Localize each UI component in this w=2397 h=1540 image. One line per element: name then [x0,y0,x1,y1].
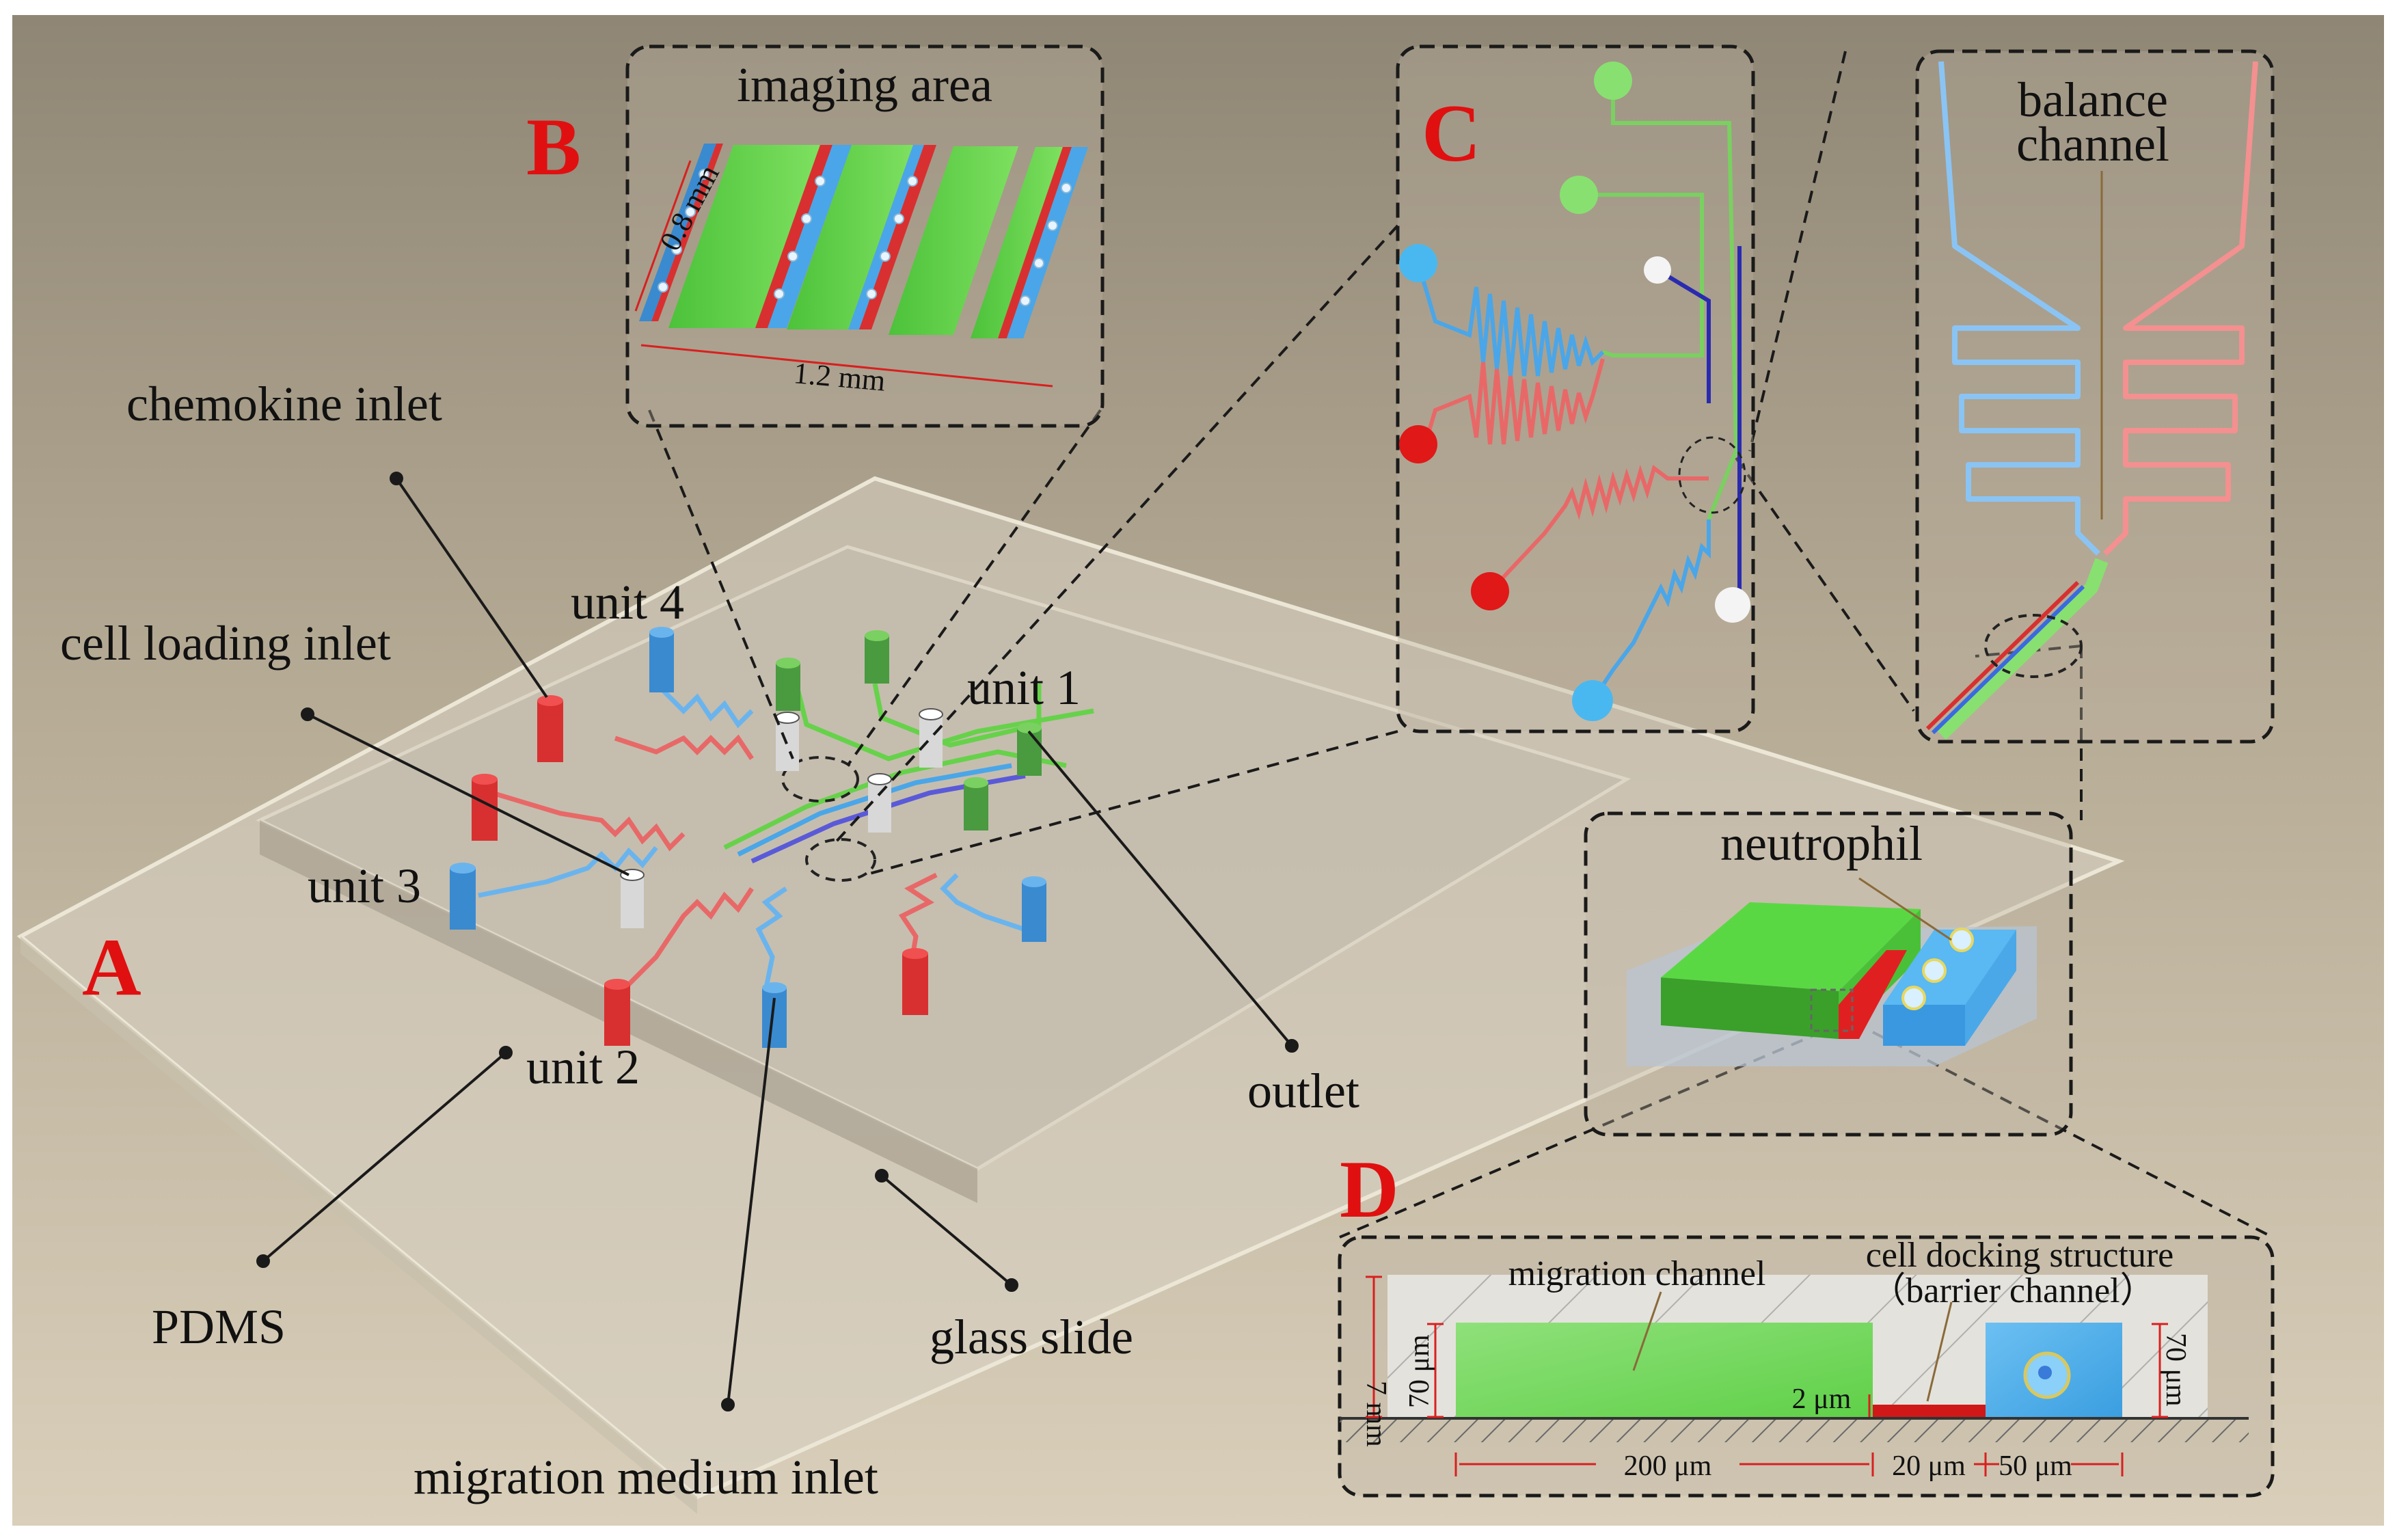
zoom-circle-c [1678,436,1746,514]
zoom-circle-imaging [781,756,859,802]
blue-balance-meander [1938,61,2100,556]
panel-letter-c: C [1422,87,1481,178]
red-side-line [1925,580,2080,731]
panel-letter-a: A [82,921,141,1012]
blue-port-pillar [450,863,476,930]
green-block-top [1661,902,1921,991]
green-inlet-circle [1560,176,1598,214]
dim-2um-label: 2 μm [1792,1383,1852,1415]
green-channel-mid [1579,193,1704,357]
panel-letter-b: B [526,101,581,192]
red-port-pillar [902,948,928,1015]
white-inlet-circle [1644,256,1671,284]
imaging-channels [639,144,1088,338]
white-outlet-circle [1715,587,1750,623]
white-port-pillar [919,708,943,768]
chip-channel-network [478,669,1094,992]
green-port-pillar [776,658,800,711]
white-port-pillar [620,869,645,928]
red-port-pillar [604,979,630,1046]
green-inlet-circle [1594,62,1632,100]
blue-port-pillar [762,982,787,1048]
panel-d-cross-section: migration channel cell docking structure… [1338,1235,2275,1498]
blue-port-pillar [1022,876,1046,942]
device-labels: chemokine inlet cell loading inlet unit … [60,377,1359,1504]
panel-c-unit-detail [1396,44,1755,733]
dim-line-0-8mm [634,160,692,312]
dim-7mm-label: 7 mm [1360,1381,1392,1447]
blue-dark-channel-top [1656,268,1711,403]
red-inlet-circle [1399,425,1437,463]
zoom-circle-balance [1984,614,2083,678]
red-meander-lower [1491,464,1709,590]
blue-inlet-circle [1399,244,1437,282]
zoom-box-neutrophil [1810,988,1854,1032]
neutrophil-leader-line [1858,877,1952,941]
red-port-pillar [472,774,498,841]
blue-meander-upper [1416,262,1605,377]
dim-1-2mm-label: 1.2 mm [792,356,886,398]
dim-20um-label: 20 μm [1892,1450,1966,1482]
glass-slide-hatch [1340,1418,2249,1442]
zoom-circle-unit [805,838,876,882]
glass-slide-label: glass slide [930,1310,1133,1364]
green-block-front [1661,977,1839,1039]
red-balance-meander [2103,61,2258,556]
migration-medium-inlet-label: migration medium inlet [414,1450,878,1504]
panel-letters: B C A D [82,87,1481,1234]
green-channel-top [1611,81,1739,521]
blue-block-side [1965,930,2016,1046]
panel-b-imaging-area: imaging area 0.8 mm 1.2 mm [625,44,1105,428]
white-port-pillar [867,773,892,833]
docking-leader-line [1926,1301,1953,1402]
blue-meander-lower [1590,519,1711,702]
migration-channel-rect [1456,1323,1873,1418]
leader-lines [256,472,1299,1411]
barrier-channel-rect [1873,1405,1986,1418]
balance-label-line2: channel [2016,117,2169,172]
chemokine-inlet-label: chemokine inlet [126,377,442,431]
red-inlet-circle [1471,572,1509,610]
panel-balance-channel: balance channel [1915,49,2275,744]
red-port-pillar [537,695,563,762]
dim-line-1-2mm [640,344,1053,388]
green-port-pillar [865,630,889,684]
migration-channel-label: migration channel [1508,1254,1766,1293]
cell-docking-label-line1: cell docking structure [1866,1236,2174,1275]
balance-label-line1: balance [2018,72,2168,127]
panel-letter-d: D [1340,1144,1399,1234]
blue-block-front [1883,1005,1965,1046]
dim-200um-label: 200 μm [1624,1450,1712,1482]
dimension-lines [1366,1275,2168,1476]
cell-docking-label-line2: （barrier channel） [1870,1271,2155,1310]
panel-neutrophil: neutrophil [1584,811,2073,1137]
cell-loading-inlet-label: cell loading inlet [60,616,391,671]
green-main-channel [1936,558,2109,740]
unit-2-label: unit 2 [526,1040,640,1094]
neutrophil-cells [1901,928,1974,1010]
unit-4-label: unit 4 [571,575,684,630]
imaging-area-label: imaging area [737,57,992,112]
blue-port-pillar [649,627,674,692]
dim-70um-right-label: 70 μm [2160,1333,2191,1407]
barrier-channel-block [1839,950,1907,1039]
blue-side-line [1931,584,2085,735]
port-pillars [450,627,1046,1048]
green-port-pillar [964,777,988,830]
green-port-pillar [1017,722,1042,776]
cell-nucleus [2038,1366,2052,1379]
pdms-label: PDMS [152,1299,286,1354]
red-meander-upper [1423,358,1605,445]
dim-50um-label: 50 μm [1999,1450,2072,1482]
neutrophil-label: neutrophil [1720,816,1923,871]
blue-inlet-circle [1572,680,1613,721]
outlet-label: outlet [1247,1064,1359,1118]
migration-leader-line [1632,1291,1662,1371]
unit-1-label: unit 1 [967,660,1081,715]
dim-70um-left-label: 70 μm [1404,1334,1435,1408]
white-port-pillar [775,712,800,771]
unit-3-label: unit 3 [308,859,421,913]
